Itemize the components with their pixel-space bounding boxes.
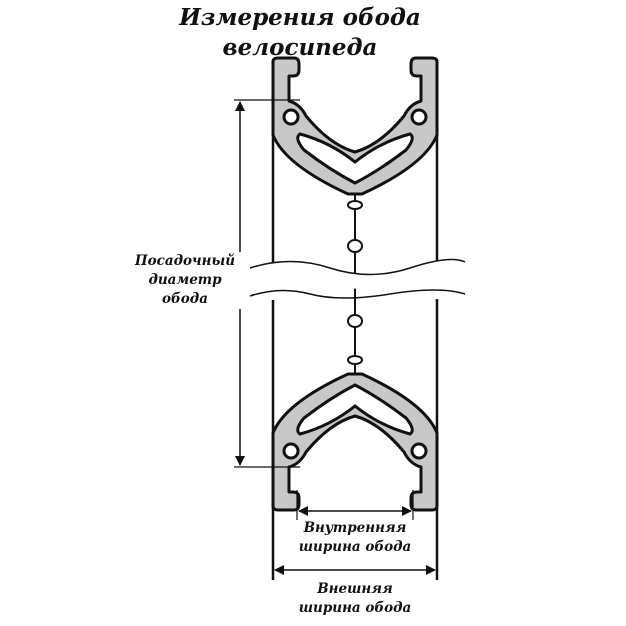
upper-rim-section — [271, 56, 439, 196]
label-line: Внешняя — [317, 581, 393, 597]
label-line: диаметр — [148, 272, 222, 288]
seat-diameter-label: Посадочный диаметр обода — [120, 252, 250, 309]
spoke-hole — [347, 314, 363, 328]
break-line-bottom — [249, 289, 466, 299]
title-line-2: велосипеда — [222, 34, 378, 61]
break-line-top — [249, 258, 466, 276]
label-line: ширина обода — [298, 539, 412, 555]
label-line: обода — [162, 291, 208, 307]
spoke-hole — [347, 200, 363, 210]
label-line: Внутренняя — [303, 520, 407, 536]
outer-width-label: Внешняя ширина обода — [285, 580, 425, 618]
lower-rim-section — [271, 372, 439, 512]
spoke-hole — [347, 239, 363, 253]
title-line-1: Измерения обода — [179, 4, 421, 31]
label-line: Посадочный — [134, 253, 236, 269]
break-band — [250, 259, 465, 301]
label-line: ширина обода — [298, 600, 412, 616]
spoke-hole — [347, 355, 363, 365]
inner-width-label: Внутренняя ширина обода — [285, 519, 425, 557]
